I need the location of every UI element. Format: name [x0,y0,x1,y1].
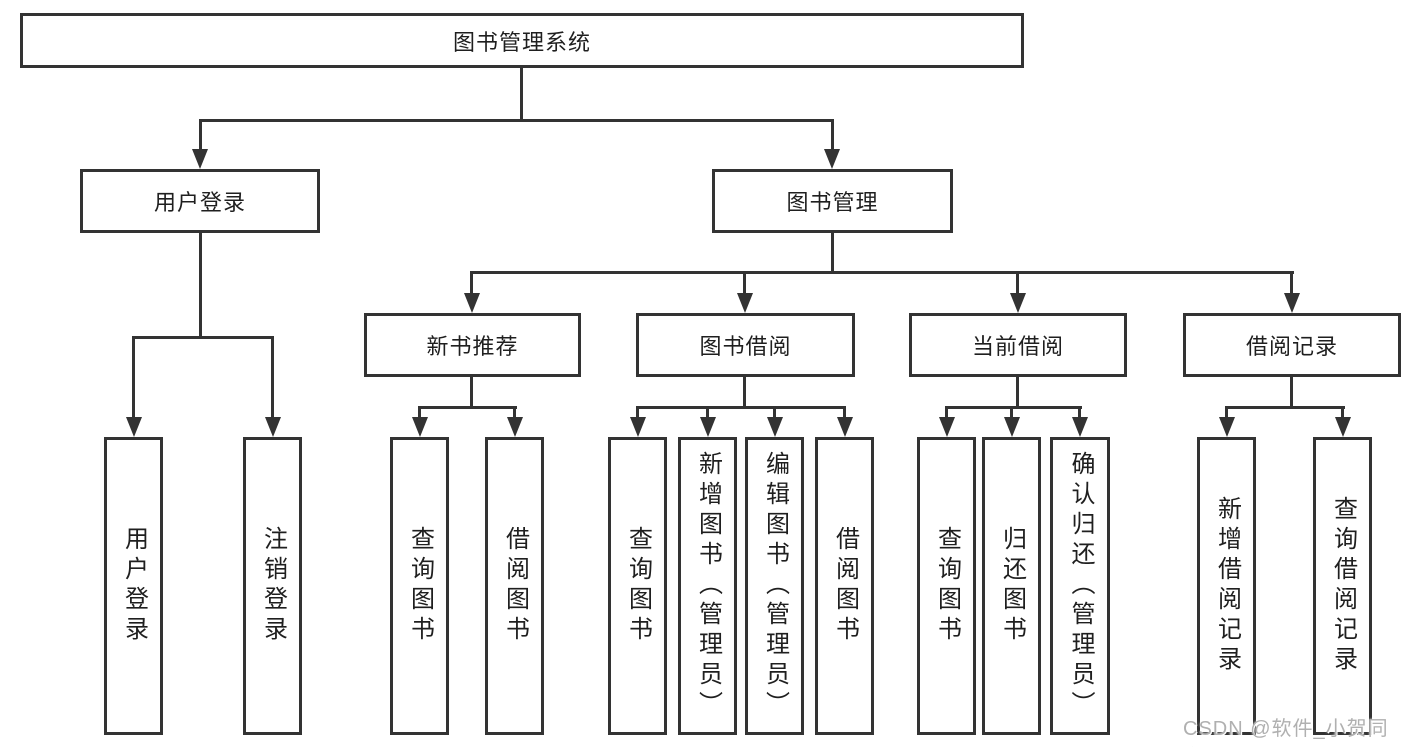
leaf-label: 归还图书 [998,526,1026,646]
arrowhead-icon [1072,417,1088,437]
node-book-management: 图书管理 [712,169,953,233]
leaf-logout: 注销登录 [243,437,302,735]
leaf-recommend-borrow-books: 借阅图书 [485,437,544,735]
node-current-borrowing: 当前借阅 [909,313,1127,377]
arrowhead-icon [939,417,955,437]
node-new-book-recommendation: 新书推荐 [364,313,581,377]
arrowhead-icon [1004,417,1020,437]
connector-line [636,406,846,409]
connector-line [1078,406,1081,419]
arrowhead-icon [824,149,840,169]
connector-line [271,336,274,420]
arrowhead-icon [1284,293,1300,313]
leaf-current-query-books: 查询图书 [917,437,976,735]
connector-line [1225,406,1345,409]
connector-line [513,406,516,419]
leaf-label: 查询图书 [933,526,961,646]
arrowhead-icon [126,417,142,437]
connector-line [470,377,473,406]
arrowhead-icon [1335,417,1351,437]
arrowhead-icon [700,417,716,437]
connector-line [418,406,421,419]
connector-line [132,336,135,420]
connector-line [1225,406,1228,419]
connector-line [773,406,776,419]
leaf-confirm-return-admin: 确认归还（管理员） [1050,437,1110,735]
arrowhead-icon [507,417,523,437]
arrowhead-icon [737,293,753,313]
connector-line [199,119,202,152]
leaf-label: 编辑图书（管理员） [761,451,789,721]
arrowhead-icon [1219,417,1235,437]
leaf-label: 新增图书（管理员） [694,451,722,721]
connector-line [1290,271,1293,295]
leaf-recommend-query-books: 查询图书 [390,437,449,735]
node-library-system: 图书管理系统 [20,13,1024,68]
connector-line [470,271,473,295]
leaf-label: 查询图书 [406,526,434,646]
leaf-add-borrow-record: 新增借阅记录 [1197,437,1256,735]
connector-line [470,271,1294,274]
connector-line [1341,406,1344,419]
leaf-user-login: 用户登录 [104,437,163,735]
node-book-borrowing: 图书借阅 [636,313,855,377]
arrowhead-icon [630,417,646,437]
leaf-label: 借阅图书 [831,526,859,646]
leaf-label: 查询图书 [624,526,652,646]
connector-line [132,336,274,339]
node-user-login: 用户登录 [80,169,320,233]
connector-line [743,377,746,406]
leaf-label: 确认归还（管理员） [1067,451,1094,721]
connector-line [831,233,834,271]
connector-line [831,119,834,152]
leaf-return-books: 归还图书 [982,437,1041,735]
leaf-label: 查询借阅记录 [1329,496,1357,676]
leaf-add-books-admin: 新增图书（管理员） [678,437,737,735]
leaf-label: 用户登录 [120,526,148,646]
connector-line [520,68,523,119]
leaf-query-borrow-record: 查询借阅记录 [1313,437,1372,735]
leaf-label: 借阅图书 [501,526,529,646]
arrowhead-icon [464,293,480,313]
leaf-label: 新增借阅记录 [1213,496,1241,676]
leaf-label: 注销登录 [259,526,287,646]
arrowhead-icon [192,149,208,169]
connector-line [1010,406,1013,419]
arrowhead-icon [837,417,853,437]
connector-line [743,271,746,295]
arrowhead-icon [412,417,428,437]
connector-line [843,406,846,419]
connector-line [706,406,709,419]
connector-line [636,406,639,419]
arrowhead-icon [265,417,281,437]
arrowhead-icon [767,417,783,437]
connector-line [418,406,517,409]
connector-line [1016,271,1019,295]
connector-line [1290,377,1293,406]
node-borrowing-records: 借阅记录 [1183,313,1401,377]
arrowhead-icon [1010,293,1026,313]
connector-line [199,119,834,122]
leaf-edit-books-admin: 编辑图书（管理员） [745,437,804,735]
connector-line [945,406,1082,409]
csdn-watermark: CSDN @软件_小贺同学 [1183,718,1389,740]
leaf-borrowing-query-books: 查询图书 [608,437,667,735]
connector-line [199,233,202,336]
leaf-borrowing-borrow-books: 借阅图书 [815,437,874,735]
connector-line [1016,377,1019,406]
connector-line [945,406,948,419]
